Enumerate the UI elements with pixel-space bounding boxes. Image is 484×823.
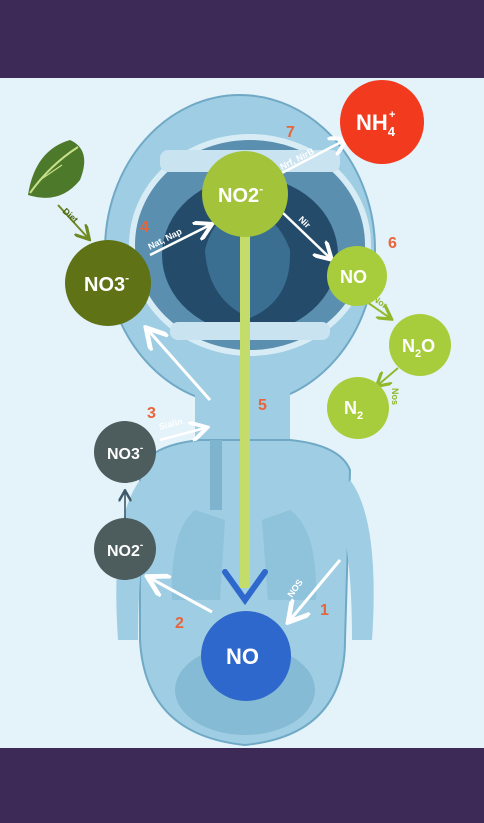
step-1: 1 (320, 602, 329, 619)
svg-text:NO2-: NO2- (218, 182, 263, 207)
svg-text:NO: NO (340, 267, 367, 287)
molecule-no2-body: NO2- (94, 518, 156, 580)
nos-arrow (378, 368, 398, 385)
molecule-nh4: NH4+ (340, 80, 424, 164)
svg-text:NO3-: NO3- (84, 271, 129, 296)
step-4: 4 (140, 219, 149, 236)
svg-text:NO: NO (226, 644, 259, 669)
molecule-no2-mouth: NO2- (202, 151, 288, 237)
svg-text:NO3-: NO3- (107, 443, 143, 463)
step-5: 5 (258, 397, 267, 414)
molecule-n2o: N2O (389, 314, 451, 376)
svg-text:NH4+: NH4+ (356, 109, 396, 139)
enzyme-diet: Diet (61, 206, 80, 225)
step-3: 3 (147, 405, 156, 422)
molecule-no-mouth: NO (327, 246, 387, 306)
enzyme-nos-lower: Nos (390, 388, 400, 405)
molecule-no3-body: NO3- (94, 421, 156, 483)
step-7: 7 (286, 124, 295, 141)
lettuce-icon (28, 140, 84, 198)
diagram-panel: Diet Nat, Nap Nrf, NirB Nir Nor Nos Sial… (0, 78, 484, 748)
top-band (0, 0, 484, 78)
svg-text:NO2-: NO2- (107, 540, 143, 560)
step-6: 6 (388, 235, 397, 252)
no2-to-no-pathway (240, 218, 250, 588)
molecule-no-body: NO (201, 611, 291, 701)
molecule-n2: N2 (327, 377, 389, 439)
step-2: 2 (175, 615, 184, 632)
molecule-no3-mouth: NO3- (65, 240, 151, 326)
bottom-band (0, 748, 484, 823)
nitrogen-cycle-diagram: Diet Nat, Nap Nrf, NirB Nir Nor Nos Sial… (0, 78, 484, 748)
enzyme-sialin: Sialin (158, 416, 184, 432)
